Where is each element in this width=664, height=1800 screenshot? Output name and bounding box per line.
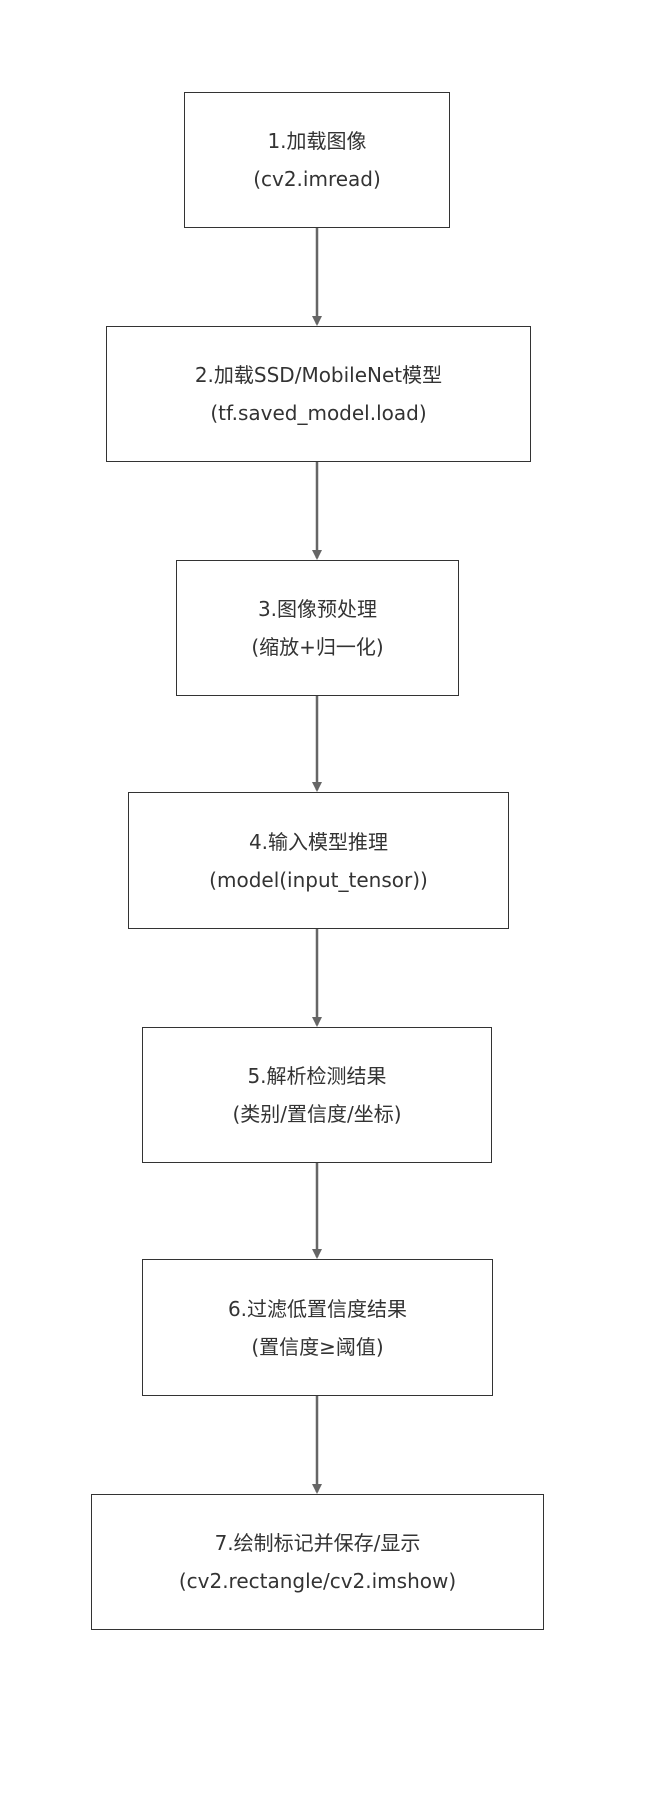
node-filter-results-title: 6.过滤低置信度结果 bbox=[227, 1296, 408, 1321]
node-filter-results-detail: (置信度≥阈值) bbox=[251, 1334, 384, 1359]
node-parse-results-detail: (类别/置信度/坐标) bbox=[232, 1102, 402, 1126]
node-draw-and-show-title: 7.绘制标记并保存/显示 bbox=[214, 1531, 421, 1555]
node-parse-results: 5.解析检测结果 (类别/置信度/坐标) bbox=[142, 1027, 492, 1163]
node-load-image-code: (cv2.imread) bbox=[253, 167, 381, 191]
node-load-image: 1.加载图像 (cv2.imread) bbox=[184, 92, 450, 228]
node-load-model-title: 2.加载SSD/MobileNet模型 bbox=[194, 363, 443, 387]
node-draw-and-show: 7.绘制标记并保存/显示 (cv2.rectangle/cv2.imshow) bbox=[91, 1494, 544, 1630]
node-inference-title: 4.输入模型推理 bbox=[248, 829, 389, 854]
node-parse-results-title: 5.解析检测结果 bbox=[247, 1064, 387, 1088]
node-load-model-code: (tf.saved_model.load) bbox=[210, 401, 427, 425]
node-load-image-title: 1.加载图像 bbox=[267, 129, 367, 153]
node-draw-and-show-code: (cv2.rectangle/cv2.imshow) bbox=[178, 1569, 457, 1593]
node-load-model: 2.加载SSD/MobileNet模型 (tf.saved_model.load… bbox=[106, 326, 531, 462]
node-preprocess: 3.图像预处理 (缩放+归一化) bbox=[176, 560, 459, 696]
node-preprocess-detail: (缩放+归一化) bbox=[251, 635, 384, 659]
node-preprocess-title: 3.图像预处理 bbox=[257, 597, 378, 621]
node-inference-code: (model(input_tensor)) bbox=[209, 867, 428, 892]
node-inference: 4.输入模型推理 (model(input_tensor)) bbox=[128, 792, 509, 929]
node-filter-results: 6.过滤低置信度结果 (置信度≥阈值) bbox=[142, 1259, 493, 1396]
